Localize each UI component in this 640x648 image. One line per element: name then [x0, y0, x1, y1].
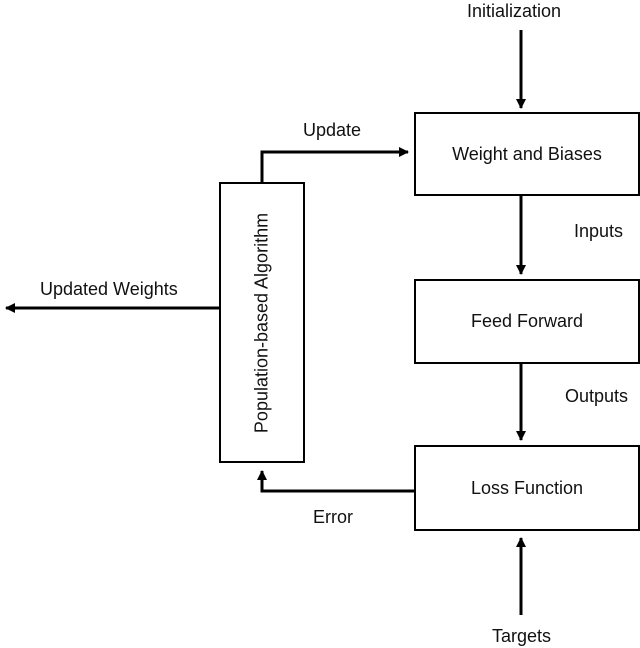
arrow-error-to-algorithm — [257, 470, 414, 493]
weights-biases-label: Weight and Biases — [452, 143, 602, 164]
updated-weights-label: Updated Weights — [40, 279, 178, 299]
error-label: Error — [313, 507, 353, 527]
initialization-label: Initialization — [467, 1, 562, 21]
outputs-label: Outputs — [565, 386, 629, 406]
feed-forward-box: Feed Forward — [414, 279, 640, 364]
loss-function-box: Loss Function — [414, 445, 640, 531]
update-label: Update — [303, 120, 362, 140]
population-algorithm-label: Population-based Algorithm — [251, 212, 272, 433]
targets-label: Targets — [492, 626, 552, 646]
loss-function-label: Loss Function — [470, 477, 584, 498]
arrow-update-to-weights — [260, 147, 409, 182]
inputs-label: Inputs — [574, 221, 624, 241]
population-algorithm-box: Population-based Algorithm — [219, 182, 305, 463]
feed-forward-label: Feed Forward — [470, 311, 584, 331]
weights-biases-box: Weight and Biases — [414, 112, 640, 196]
